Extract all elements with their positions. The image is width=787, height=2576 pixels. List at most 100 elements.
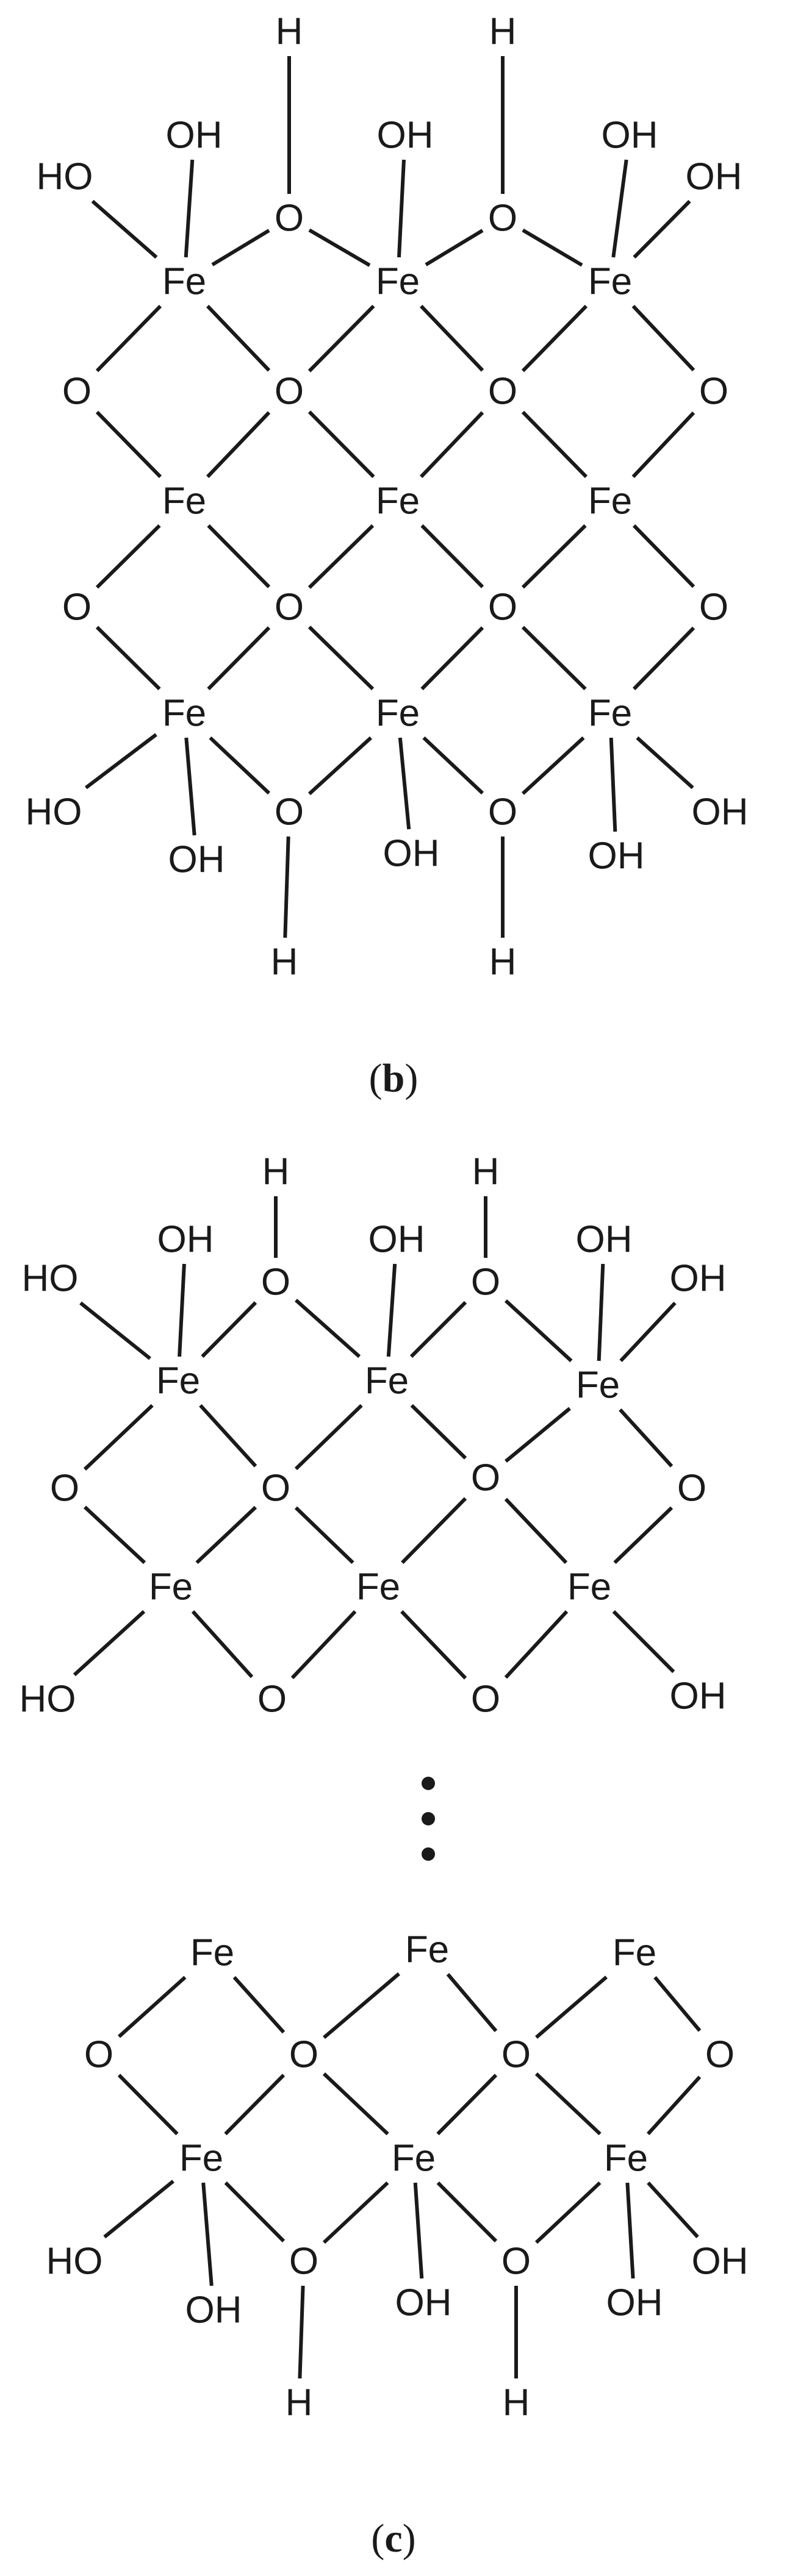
bond-line [420,304,484,372]
bond-line [397,159,406,258]
caption-c: (c) [371,2516,415,2561]
bond-line [206,411,271,479]
oxygen-atom: O [275,587,304,629]
oxygen-atom: O [501,2034,531,2076]
iron-atom: Fe [162,693,206,735]
bond-line [307,410,375,479]
oxygen-atom: O [50,1468,79,1510]
bond-line [195,1505,257,1565]
bond-line [95,410,162,479]
oxygen-atom: O [289,2241,318,2283]
bond-line [322,2072,389,2136]
hydroxyl-group: OH [368,1219,425,1261]
hydroxyl-group: OH [576,1219,633,1261]
bond-line [298,2285,305,2379]
bond-line [295,1299,361,1358]
iron-atom: Fe [376,480,420,523]
hydrogen-atom: H [489,941,517,983]
hydroxyl-group: OH [383,833,440,875]
hydrogen-atom: H [472,1151,500,1193]
hydrogen-atom: H [489,11,517,53]
hydroxyl-group: OH [692,791,749,833]
iron-atom: Fe [376,693,420,735]
bond-line [436,2074,498,2136]
oxygen-atom: O [488,198,517,240]
bond-line [420,411,484,479]
oxygen-atom: O [62,371,92,413]
oxygen-atom: O [488,587,517,629]
bond-line [307,736,373,796]
iron-atom: Fe [588,693,632,735]
oxygen-atom: O [261,1261,290,1304]
iron-atom: Fe [162,261,206,303]
bond-line [401,1497,467,1565]
iron-atom: Fe [588,261,632,303]
bond-line [613,1506,674,1565]
iron-atom: Fe [567,1566,611,1608]
bond-line [323,1972,400,2039]
iron-atom: Fe [156,1360,200,1402]
oxygen-atom: O [699,371,728,413]
iron-atom: Fe [604,2138,648,2180]
bond-line [420,524,484,588]
bond-line [283,836,290,938]
bond-line [103,2180,174,2239]
iron-atom: Fe [576,1365,620,1407]
bond-line [504,1497,568,1565]
bond-line [207,626,271,691]
bond-line [206,304,271,372]
ellipsis-dots [422,1777,435,1861]
bond-line [191,1610,254,1679]
oxygen-atom: O [471,1679,500,1721]
oxygen-atom: O [488,371,517,413]
hydroxyl-group: HO [20,1679,76,1721]
hydroxyl-group: OH [166,115,223,157]
bond-line [521,626,587,691]
bond-line [646,2075,702,2136]
bond-line [425,229,484,266]
hydroxyl-group: OH [377,115,434,157]
oxygen-atom: O [488,791,517,833]
bond-line [636,736,694,790]
iron-atom: Fe [179,2138,223,2180]
bond-line [207,524,271,588]
bond-line [420,626,484,691]
iron-atom: Fe [190,1932,234,1974]
hydroxyl-group: HO [26,791,82,833]
oxygen-atom: O [261,1468,290,1510]
bond-line [294,1506,354,1565]
bond-line [398,737,411,830]
hydroxyl-group: OH [670,1675,727,1718]
bond-line [184,737,196,836]
bond-line [95,626,161,691]
bond-line [653,1976,702,2032]
bond-line [609,737,617,832]
bond-line [625,2182,635,2279]
oxygen-atom: O [275,791,304,833]
bond-line [534,2072,602,2136]
hydroxyl-group: OH [168,839,225,881]
bond-line [413,2182,424,2279]
bond-line [534,2181,602,2244]
bond-line [322,2181,389,2244]
bond-line [232,1975,286,2034]
bond-line [201,2182,214,2286]
bond-line [73,1610,146,1677]
bond-line [521,410,588,479]
bond-line [79,1301,151,1360]
bond-line [95,304,162,373]
hydroxyl-group: OH [157,1219,214,1261]
hydrogen-atom: H [262,1151,290,1193]
bond-line [184,159,195,258]
bond-line [631,304,695,372]
hydrogen-atom: H [503,2382,530,2424]
bond-line [117,1975,187,2038]
oxygen-atom: O [501,2241,531,2283]
bond-line [611,159,628,258]
oxygen-atom: O [289,2034,318,2076]
oxygen-atom: O [62,587,92,629]
oxygen-atom: O [677,1468,706,1510]
bond-line [409,1300,467,1358]
